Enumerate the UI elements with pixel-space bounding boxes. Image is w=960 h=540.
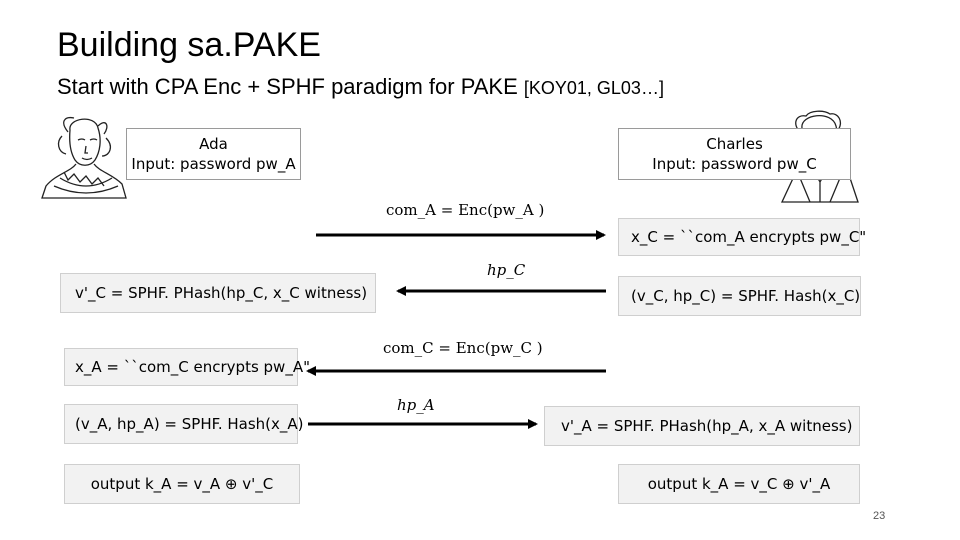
message-hp-a: hp_A: [397, 396, 435, 414]
charles-output-box: output k_A = v_C ⊕ v'_A: [618, 464, 860, 504]
subtitle-citation: [KOY01, GL03…]: [523, 78, 664, 98]
ada-witness-box: x_A = ``com_C encrypts pw_A": [64, 348, 310, 386]
charles-name: Charles: [706, 135, 763, 153]
charles-witness-box: x_C = ``com_A encrypts pw_C": [618, 218, 866, 256]
ada-name: Ada: [199, 135, 228, 153]
charles-output-text: output k_A = v_C ⊕ v'_A: [647, 475, 831, 493]
ada-witness-text: x_A = ``com_C encrypts pw_A": [75, 358, 310, 376]
charles-hash-text: (v_C, hp_C) = SPHF. Hash(x_C): [631, 287, 861, 305]
charles-phash-text: v'_A = SPHF. PHash(hp_A, x_A witness): [561, 417, 853, 435]
ada-phash-text: v'_C = SPHF. PHash(hp_C, x_C witness): [75, 284, 368, 302]
message-com-a: com_A = Enc(pw_A ): [386, 201, 545, 219]
ada-hash-box: (v_A, hp_A) = SPHF. Hash(x_A): [64, 404, 304, 444]
charles-input: Input: password pw_C: [652, 155, 817, 173]
charles-witness-text: x_C = ``com_A encrypts pw_C": [631, 228, 867, 246]
ada-portrait: [41, 116, 127, 199]
subtitle-main: Start with CPA Enc + SPHF paradigm for P…: [57, 74, 524, 99]
ada-input: Input: password pw_A: [131, 155, 296, 173]
ada-phash-box: v'_C = SPHF. PHash(hp_C, x_C witness): [60, 273, 376, 313]
ada-output-box: output k_A = v_A ⊕ v'_C: [64, 464, 300, 504]
charles-phash-box: v'_A = SPHF. PHash(hp_A, x_A witness): [544, 406, 860, 446]
message-com-c: com_C = Enc(pw_C ): [383, 339, 543, 357]
page-number: 23: [873, 510, 886, 522]
ada-info-box: Ada Input: password pw_A: [126, 128, 301, 180]
charles-info-box: Charles Input: password pw_C: [618, 128, 851, 180]
ada-hash-text: (v_A, hp_A) = SPHF. Hash(x_A): [75, 415, 304, 433]
ada-output-text: output k_A = v_A ⊕ v'_C: [90, 475, 274, 493]
charles-hash-box: (v_C, hp_C) = SPHF. Hash(x_C): [618, 276, 861, 316]
slide-subtitle: Start with CPA Enc + SPHF paradigm for P…: [57, 74, 664, 100]
message-hp-c: hp_C: [487, 261, 526, 279]
slide-title: Building sa.PAKE: [57, 26, 321, 64]
